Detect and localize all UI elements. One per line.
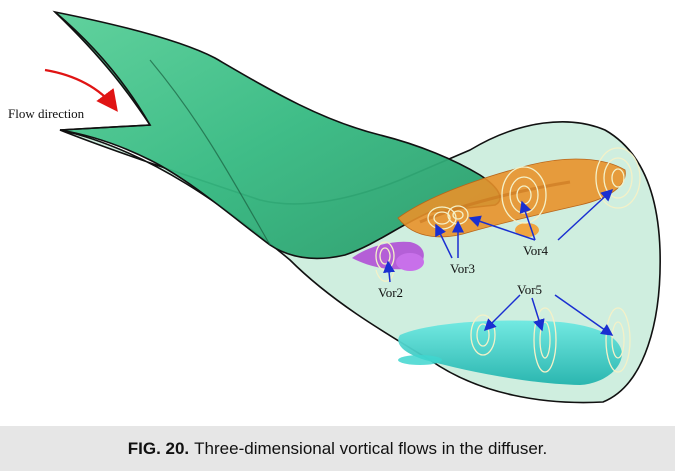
arrow-vor5-a (483, 294, 521, 332)
diffuser-illustration: Flow direction Vor2 Vor3 Vor4 Vor5 (8, 10, 661, 404)
vor3-label: Vor3 (450, 261, 475, 276)
vortex-pointer-arrows (383, 188, 614, 336)
purple-vortex-blob (396, 253, 424, 271)
arrow-vor4-c (557, 188, 614, 241)
diffuser-figure: Flow direction Vor2 Vor3 Vor4 Vor5 (8, 10, 661, 404)
caption-text: Three-dimensional vortical flows in the … (194, 438, 548, 458)
caption-label: FIG. 20. (127, 438, 190, 458)
vor2-label: Vor2 (378, 285, 403, 300)
arrow-vor4-b (519, 200, 536, 241)
arrow-vor5-c (554, 294, 614, 336)
diffuser-upper-wall (52, 10, 501, 260)
arrow-vor2 (383, 260, 396, 283)
vor4-label: Vor4 (523, 243, 549, 258)
cyan-vortex-small (398, 355, 442, 365)
inlet-edge-bottom (59, 124, 151, 131)
vor5-label: Vor5 (517, 282, 542, 297)
arrow-vor4-a (468, 215, 536, 241)
inlet-edge-top (54, 11, 151, 126)
vor4-streamlines (501, 147, 641, 224)
arrow-vor3-a (435, 223, 453, 259)
flow-direction-arrow (44, 68, 118, 112)
figure-caption: FIG. 20. Three-dimensional vortical flow… (0, 426, 675, 471)
vor5-streamlines (470, 307, 631, 373)
arrow-vor5-b (531, 297, 545, 332)
flow-direction-label: Flow direction (8, 106, 85, 121)
wall-inner-fold (149, 59, 271, 246)
orange-vortex-tube (397, 158, 626, 238)
cyan-vortex-tube (398, 320, 622, 385)
